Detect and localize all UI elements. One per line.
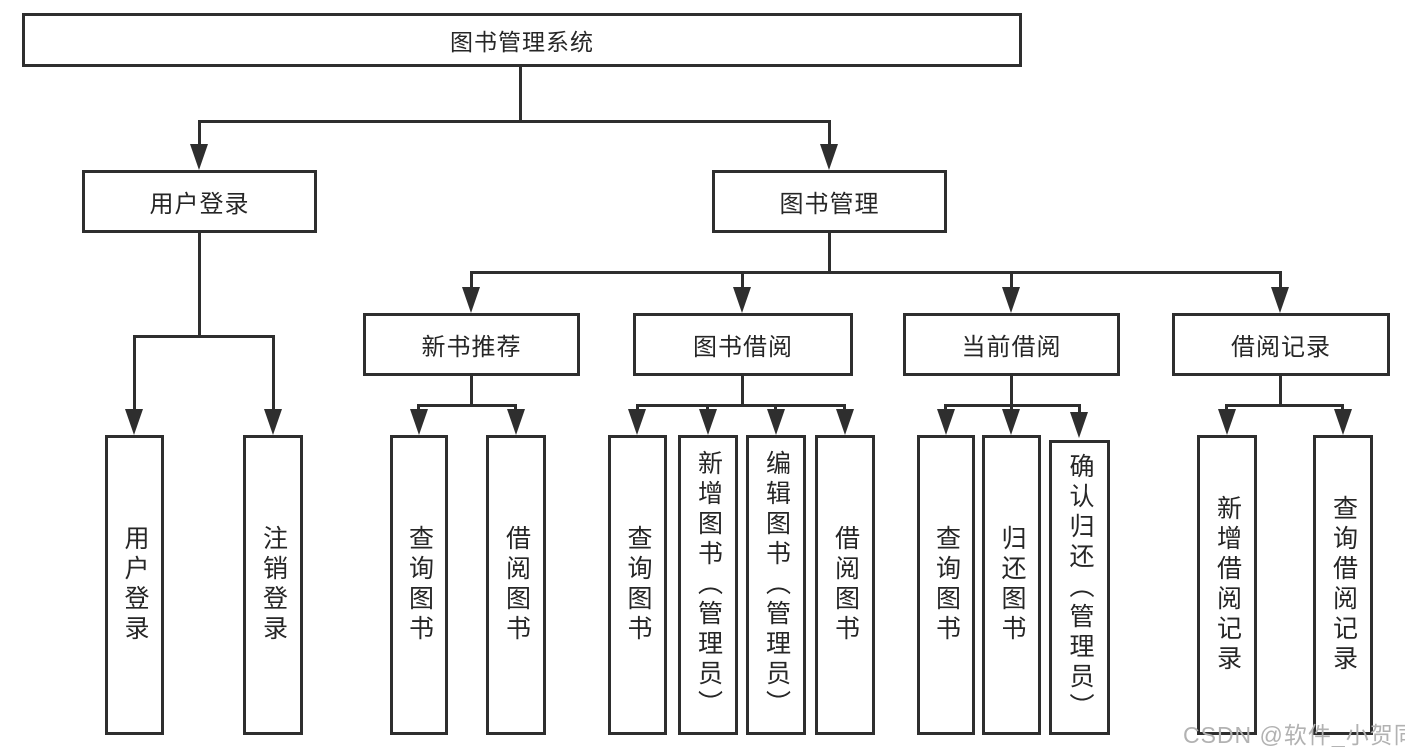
connector-current-borrow-stem bbox=[1010, 376, 1013, 406]
leaf-label: 查询借阅记录 bbox=[1329, 495, 1358, 675]
leaf-query-book-borrow: 查询图书 bbox=[608, 435, 667, 735]
connector-book-mgmt-split bbox=[470, 271, 1282, 274]
node-borrow-record: 借阅记录 bbox=[1172, 313, 1390, 376]
connector-user-login-split bbox=[133, 335, 275, 338]
arrow-down-icon bbox=[836, 409, 854, 435]
node-root-system: 图书管理系统 bbox=[22, 13, 1022, 67]
leaf-label: 查询图书 bbox=[932, 525, 961, 645]
node-label: 当前借阅 bbox=[961, 334, 1062, 361]
node-label: 用户登录 bbox=[149, 191, 250, 218]
node-label: 图书管理 bbox=[779, 191, 880, 218]
leaf-label: 新增借阅记录 bbox=[1213, 495, 1242, 675]
node-book-management: 图书管理 bbox=[712, 170, 947, 233]
leaf-label: 查询图书 bbox=[405, 525, 434, 645]
connector-to-leaf bbox=[706, 404, 709, 412]
arrow-down-icon bbox=[410, 409, 428, 435]
arrow-down-icon bbox=[190, 144, 208, 170]
leaf-label: 归还图书 bbox=[998, 525, 1026, 645]
connector-to-book-borrow bbox=[741, 271, 744, 291]
connector-to-leaf-logout bbox=[272, 335, 275, 412]
arrow-down-icon bbox=[507, 409, 525, 435]
leaf-label: 编辑图书（管理员） bbox=[762, 450, 791, 720]
connector-to-current-borrow bbox=[1010, 271, 1013, 291]
leaf-label: 借阅图书 bbox=[502, 525, 531, 645]
connector-book-mgmt-stem bbox=[828, 233, 831, 273]
connector-borrow-record-stem bbox=[1279, 376, 1282, 406]
leaf-logout: 注销登录 bbox=[243, 435, 303, 735]
arrow-down-icon bbox=[767, 409, 785, 435]
arrow-down-icon bbox=[699, 409, 717, 435]
connector-to-leaf-user-login bbox=[133, 335, 136, 412]
leaf-query-borrow-record: 查询借阅记录 bbox=[1313, 435, 1373, 735]
leaf-borrow-book: 借阅图书 bbox=[815, 435, 875, 735]
connector-to-leaf bbox=[514, 404, 517, 412]
connector-to-leaf bbox=[636, 404, 639, 412]
arrow-down-icon bbox=[820, 144, 838, 170]
arrow-down-icon bbox=[1002, 409, 1020, 435]
connector-to-leaf bbox=[1078, 404, 1081, 414]
arrow-down-icon bbox=[1070, 412, 1088, 438]
node-label: 图书管理系统 bbox=[450, 29, 594, 55]
leaf-query-book-current: 查询图书 bbox=[917, 435, 975, 735]
arrow-down-icon bbox=[125, 409, 143, 435]
connector-root-stem bbox=[519, 67, 522, 122]
connector-new-book-rec-stem bbox=[470, 376, 473, 406]
leaf-return-book: 归还图书 bbox=[982, 435, 1041, 735]
leaf-add-book-admin: 新增图书（管理员） bbox=[678, 435, 738, 735]
connector-to-user-login bbox=[198, 120, 201, 150]
node-label: 借阅记录 bbox=[1231, 334, 1331, 361]
connector-to-leaf bbox=[417, 404, 420, 412]
leaf-label: 用户登录 bbox=[121, 525, 149, 645]
connector-to-leaf bbox=[1341, 404, 1344, 412]
node-label: 新书推荐 bbox=[421, 334, 522, 361]
node-new-book-recommend: 新书推荐 bbox=[363, 313, 580, 376]
connector-book-borrow-stem bbox=[741, 376, 744, 406]
connector-to-borrow-record bbox=[1279, 271, 1282, 291]
connector-to-leaf bbox=[1225, 404, 1228, 412]
leaf-user-login: 用户登录 bbox=[105, 435, 164, 735]
connector-root-split bbox=[198, 120, 831, 123]
connector-to-leaf bbox=[774, 404, 777, 412]
leaf-label: 注销登录 bbox=[259, 525, 288, 645]
leaf-label: 新增图书（管理员） bbox=[694, 450, 723, 720]
arrow-down-icon bbox=[462, 287, 480, 313]
arrow-down-icon bbox=[937, 409, 955, 435]
arrow-down-icon bbox=[1002, 287, 1020, 313]
leaf-confirm-return-admin: 确认归还（管理员） bbox=[1049, 440, 1110, 735]
connector-to-leaf bbox=[1010, 404, 1013, 412]
csdn-watermark: CSDN @软件_小贺同学 bbox=[1183, 722, 1405, 747]
node-current-borrow: 当前借阅 bbox=[903, 313, 1120, 376]
connector-user-login-stem bbox=[198, 233, 201, 338]
node-label: 图书借阅 bbox=[693, 334, 793, 361]
leaf-borrow-book-recommend: 借阅图书 bbox=[486, 435, 546, 735]
connector-to-leaf bbox=[843, 404, 846, 412]
arrow-down-icon bbox=[1218, 409, 1236, 435]
leaf-add-borrow-record: 新增借阅记录 bbox=[1197, 435, 1257, 735]
leaf-label: 查询图书 bbox=[624, 525, 652, 645]
connector-to-new-book-rec bbox=[470, 271, 473, 291]
leaf-query-book-recommend: 查询图书 bbox=[390, 435, 448, 735]
connector-borrow-record-split bbox=[1225, 404, 1343, 407]
leaf-label: 借阅图书 bbox=[831, 525, 860, 645]
node-user-login: 用户登录 bbox=[82, 170, 317, 233]
connector-to-leaf bbox=[944, 404, 947, 412]
leaf-edit-book-admin: 编辑图书（管理员） bbox=[746, 435, 806, 735]
arrow-down-icon bbox=[264, 409, 282, 435]
connector-new-book-rec-split bbox=[417, 404, 517, 407]
connector-to-book-mgmt bbox=[828, 120, 831, 150]
arrow-down-icon bbox=[628, 409, 646, 435]
connector-book-borrow-split bbox=[636, 404, 846, 407]
arrow-down-icon bbox=[1334, 409, 1352, 435]
arrow-down-icon bbox=[733, 287, 751, 313]
node-book-borrow: 图书借阅 bbox=[633, 313, 853, 376]
arrow-down-icon bbox=[1271, 287, 1289, 313]
leaf-label: 确认归还（管理员） bbox=[1066, 452, 1094, 723]
